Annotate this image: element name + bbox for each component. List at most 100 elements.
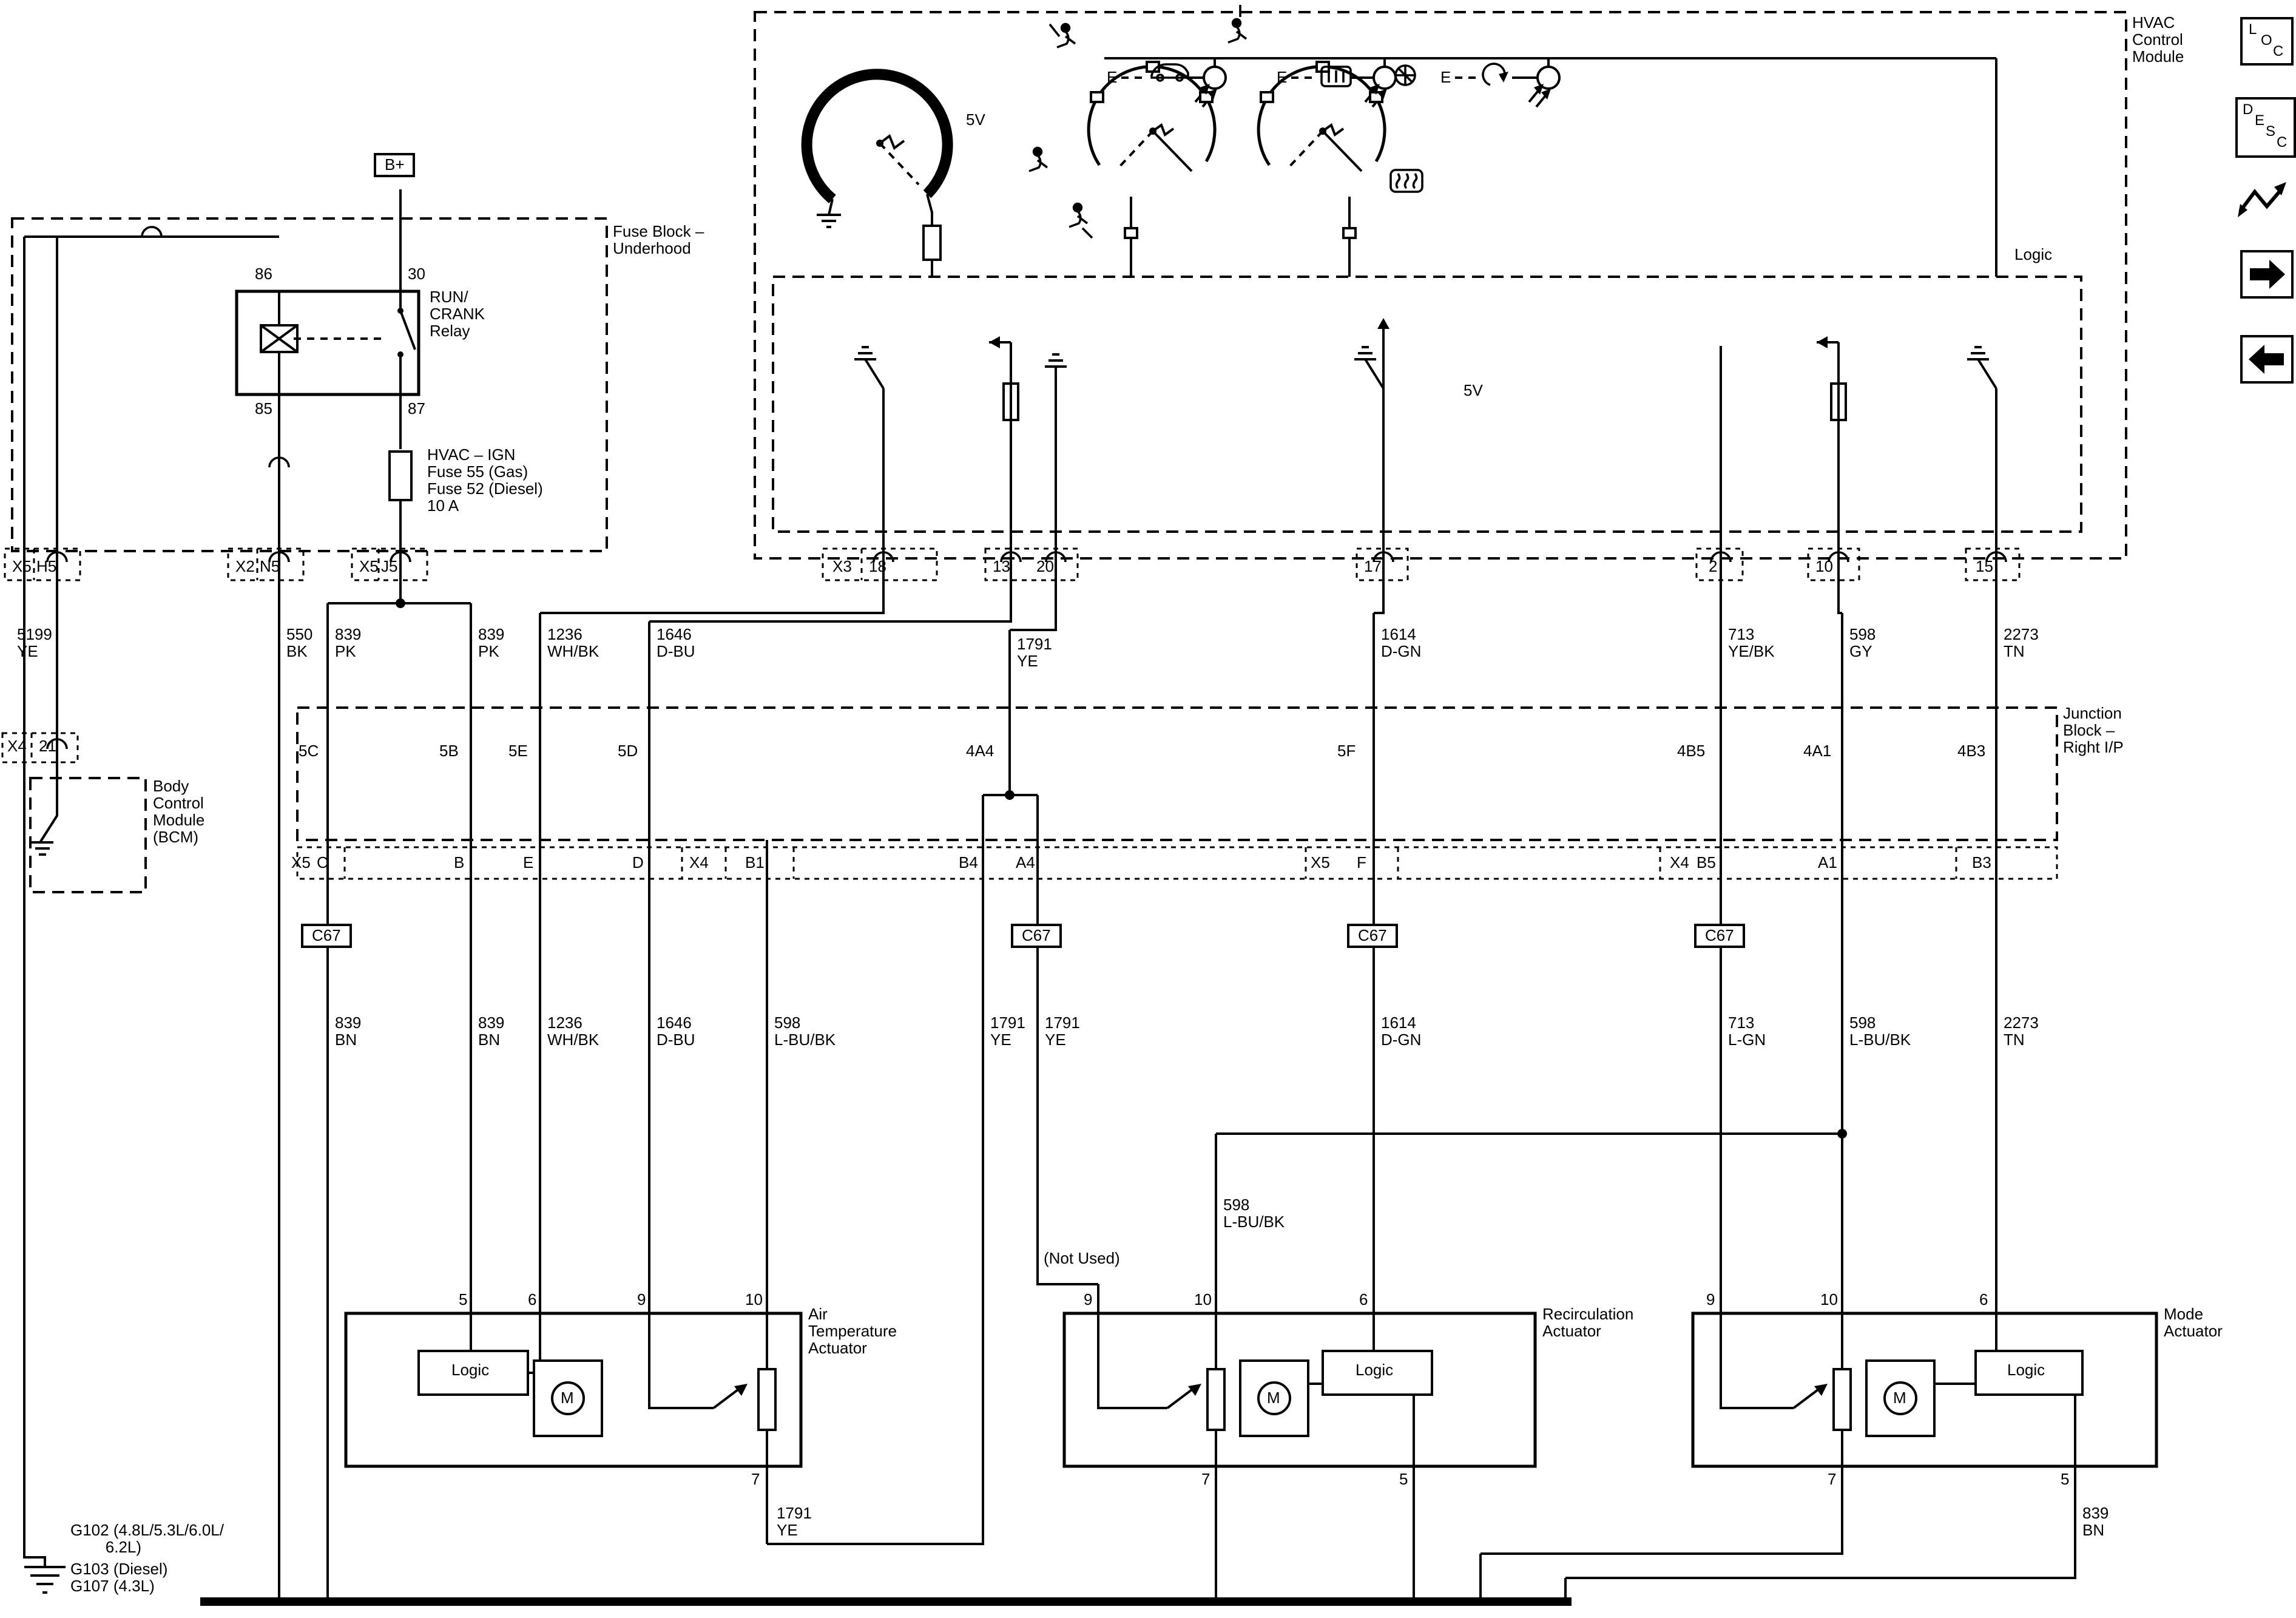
wires-main	[23, 189, 1997, 1597]
wa-1646: 1646 D-BU	[657, 625, 695, 660]
fuse-block-title: Fuse Block – Underhood	[613, 222, 704, 257]
jb-x5-a: X5	[291, 853, 311, 872]
wb-713: 713 L-GN	[1728, 1014, 1766, 1049]
md-pin-10: 10	[1820, 1290, 1838, 1308]
jb-c: C	[317, 853, 328, 872]
person-up-icon	[1227, 5, 1248, 44]
recirc-actuator-box	[1062, 1312, 1537, 1468]
jt-4b3: 4B3	[1957, 742, 1986, 760]
md-pin-5: 5	[2061, 1470, 2070, 1488]
wires-actuators	[470, 1313, 2076, 1597]
person-floor-icon	[1069, 202, 1093, 239]
conn-x5-b: X5	[359, 557, 379, 575]
hvac-module-box	[754, 11, 2127, 560]
desc-letter-e: E	[2255, 112, 2265, 129]
wb-1236: 1236 WH/BK	[547, 1014, 599, 1049]
c67-2: C67	[1011, 924, 1062, 948]
jb-e: E	[523, 853, 534, 872]
desc-button[interactable]: D E S C	[2235, 97, 2296, 158]
desc-letter-s: S	[2266, 123, 2276, 140]
label-5v-knob: 5V	[966, 110, 985, 129]
hvac-title: HVAC Control Module	[2132, 13, 2184, 66]
jt-4b5: 4B5	[1677, 742, 1706, 760]
jb-b5: B5	[1697, 853, 1716, 872]
fuse-block-box	[11, 217, 608, 552]
not-used: (Not Used)	[1044, 1249, 1120, 1267]
wb-598-1: 598 L-BU/BK	[774, 1014, 836, 1049]
at-motor: M	[561, 1389, 574, 1407]
loc-letter-c: C	[2273, 42, 2284, 59]
relay-pin-87: 87	[408, 399, 425, 418]
ground-bus-bar	[200, 1597, 1572, 1606]
conn-x4: X4	[7, 737, 27, 755]
jb-a4: A4	[1016, 853, 1035, 872]
airtemp-pot	[757, 1368, 777, 1431]
wa-839-pk-2: 839 PK	[478, 625, 505, 660]
bcm-title: Body Control Module (BCM)	[153, 777, 205, 846]
recirc-logic-block	[1322, 1350, 1433, 1396]
wb-1646: 1646 D-BU	[657, 1014, 695, 1049]
wb-1791-1: 1791 YE	[990, 1014, 1025, 1049]
desc-letter-c: C	[2277, 134, 2288, 151]
resistor-knob	[922, 225, 942, 261]
conn-n5: N5	[260, 557, 280, 575]
c67-1: C67	[301, 924, 352, 948]
pin-15: 15	[1976, 557, 1993, 575]
component-boxes	[11, 11, 2127, 893]
wire-839-md: 839 BN	[2082, 1504, 2109, 1539]
jb-a1: A1	[1818, 853, 1837, 872]
rc-pin-10: 10	[1194, 1290, 1212, 1308]
gnd-g107: G107 (4.3L)	[70, 1577, 155, 1595]
jt-4a4: 4A4	[966, 742, 994, 760]
ind-e-1: E	[1107, 68, 1118, 86]
connector-hooks	[46, 226, 2007, 750]
c67-4: C67	[1694, 924, 1745, 948]
wa-713: 713 YE/BK	[1728, 625, 1775, 660]
at-pin-5: 5	[459, 1290, 468, 1308]
conn-21: 21	[39, 737, 56, 755]
bplus-terminal: B+	[374, 153, 416, 177]
solid-boxes	[235, 289, 2158, 1468]
dashed-links	[294, 76, 1482, 340]
ind-e-3: E	[1440, 68, 1451, 86]
wire-5199-ye: 5199 YE	[17, 625, 52, 660]
wire-550-bk: 550 BK	[286, 625, 313, 660]
wa-2273: 2273 TN	[2004, 625, 2039, 660]
md-motor: M	[1893, 1389, 1906, 1407]
jt-5b: 5B	[439, 742, 459, 760]
relay-pin-85: 85	[255, 399, 272, 418]
airtemp-actuator-box	[344, 1312, 803, 1468]
md-logic: Logic	[2007, 1361, 2045, 1379]
wb-1614: 1614 D-GN	[1381, 1014, 1422, 1049]
mode-pot	[1832, 1368, 1852, 1431]
rc-pin-7: 7	[1201, 1470, 1210, 1488]
back-arrow-button[interactable]	[2240, 335, 2294, 384]
wb-1791-2: 1791 YE	[1045, 1014, 1080, 1049]
pin-20: 20	[1036, 557, 1054, 575]
relay-pin-86: 86	[255, 265, 272, 283]
desc-letter-d: D	[2243, 101, 2254, 118]
ind-e-2: E	[1277, 68, 1288, 86]
routing-arrow-icon[interactable]	[2235, 177, 2291, 221]
recirc-motor-icon	[1257, 1381, 1291, 1415]
relay-coil	[260, 324, 299, 353]
rc-pin-5: 5	[1399, 1470, 1408, 1488]
junction-title: Junction Block – Right I/P	[2063, 704, 2124, 756]
pin-17: 17	[1364, 557, 1382, 575]
fuse-name: HVAC – IGN Fuse 55 (Gas) Fuse 52 (Diesel…	[427, 445, 543, 515]
person-vent-icon	[1048, 22, 1076, 49]
mode-motor-housing	[1865, 1359, 1936, 1437]
mode-actuator-box	[1691, 1312, 2158, 1468]
temp-knob-icon	[801, 69, 953, 203]
loc-letter-l: L	[2249, 21, 2257, 38]
next-arrow-button[interactable]	[2240, 250, 2294, 299]
fills	[200, 72, 1847, 1606]
mode-logic-block	[1974, 1350, 2084, 1396]
jb-f: F	[1357, 853, 1366, 872]
logic-label-hvac: Logic	[2014, 245, 2053, 263]
fuse-symbol	[388, 450, 413, 501]
loc-button[interactable]: L O C	[2240, 17, 2294, 66]
relay-name: RUN/ CRANK Relay	[430, 288, 485, 340]
wb-2273: 2273 TN	[2004, 1014, 2039, 1049]
